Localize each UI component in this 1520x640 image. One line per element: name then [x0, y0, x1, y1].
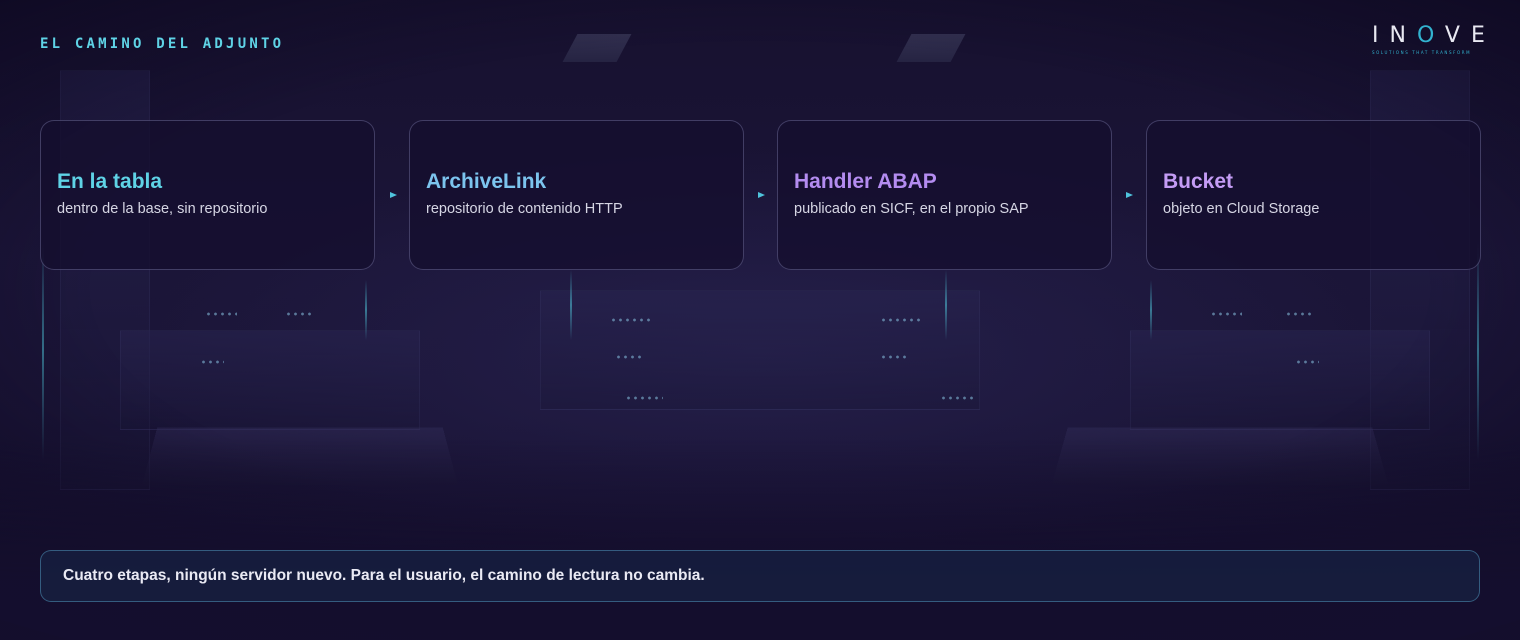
step-subtitle: objeto en Cloud Storage	[1163, 201, 1320, 217]
summary-text: Cuatro etapas, ningún servidor nuevo. Pa…	[63, 567, 705, 584]
triangle-right-icon	[754, 188, 768, 202]
step-card-table: En la tabla dentro de la base, sin repos…	[40, 120, 375, 270]
triangle-right-icon	[1122, 188, 1136, 202]
step-title: En la tabla	[57, 170, 163, 193]
brand-logo: INOVE SOLUTIONS THAT TRANSFORM	[1372, 24, 1486, 58]
step-subtitle: repositorio de contenido HTTP	[426, 201, 623, 217]
step-title: Handler ABAP	[794, 170, 937, 193]
summary-callout: Cuatro etapas, ningún servidor nuevo. Pa…	[40, 550, 1480, 602]
step-card-archivelink: ArchiveLink repositorio de contenido HTT…	[409, 120, 744, 270]
step-subtitle: publicado en SICF, en el propio SAP	[794, 201, 1029, 217]
attachment-path-steps: En la tabla dentro de la base, sin repos…	[40, 120, 1481, 270]
logo-wordmark: INOVE	[1372, 23, 1496, 48]
step-title: ArchiveLink	[426, 170, 547, 193]
section-eyebrow: EL CAMINO DEL ADJUNTO	[40, 36, 285, 52]
step-subtitle: dentro de la base, sin repositorio	[57, 201, 268, 217]
step-card-bucket: Bucket objeto en Cloud Storage	[1146, 120, 1481, 270]
step-card-handler-abap: Handler ABAP publicado en SICF, en el pr…	[777, 120, 1112, 270]
step-title: Bucket	[1163, 170, 1234, 193]
logo-tagline: SOLUTIONS THAT TRANSFORM	[1372, 50, 1472, 55]
triangle-right-icon	[386, 188, 400, 202]
